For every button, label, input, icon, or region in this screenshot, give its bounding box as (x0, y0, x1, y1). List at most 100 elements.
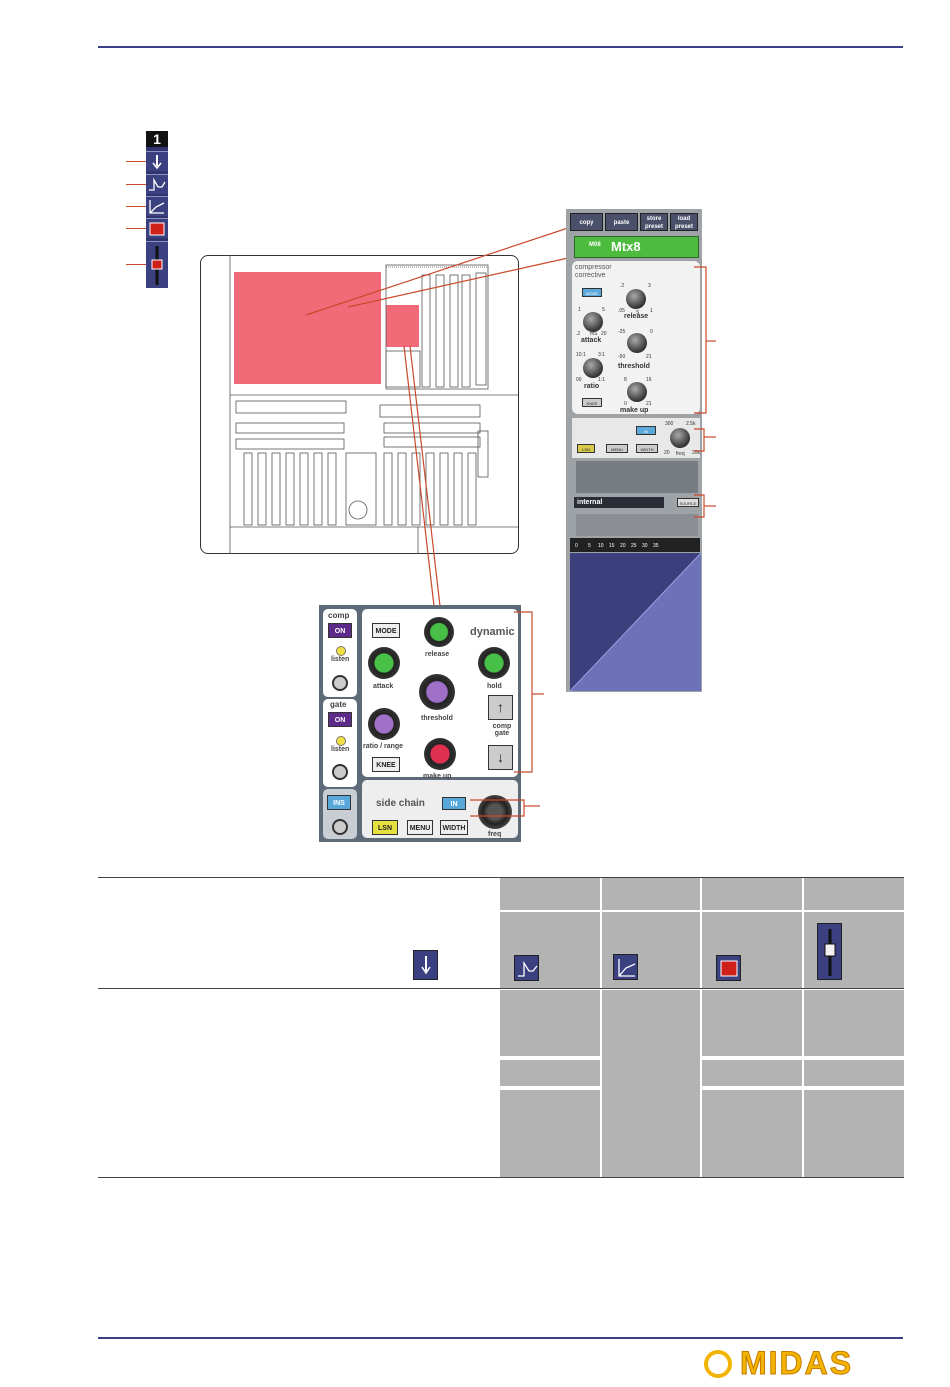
mode-button-dyn[interactable]: MODE (372, 623, 400, 638)
lsn-button-dyn[interactable]: LSN (372, 820, 398, 835)
release-scale-a: .2 (620, 283, 625, 289)
screen-highlight (234, 272, 381, 384)
channel-tag: M08 (589, 242, 601, 248)
source-field[interactable]: internal (574, 497, 664, 508)
threshold-scale-d: 21 (646, 354, 652, 360)
up-arrow-icon[interactable]: ↑ (488, 695, 513, 720)
attack-knob-dyn[interactable] (368, 647, 400, 679)
gain-icon[interactable] (146, 151, 168, 171)
comp-select-button[interactable] (332, 675, 348, 691)
freq-knob[interactable] (670, 428, 690, 448)
table-header-rule (98, 988, 904, 989)
dynamics-icon[interactable] (146, 196, 168, 216)
meter-scale-35: 35 (653, 543, 659, 549)
release-scale-d: S (636, 310, 640, 316)
threshold-knob-dyn[interactable] (419, 674, 455, 710)
table-cell (804, 878, 904, 910)
source-button[interactable]: SOURCE (677, 498, 699, 507)
leader-line (126, 161, 146, 162)
makeup-scale-a: 8 (624, 377, 627, 383)
freq-scale-d: 20k (692, 450, 701, 456)
threshold-scale-a: -25 (618, 329, 626, 335)
table-cell (804, 990, 904, 1056)
transfer-curve (570, 553, 701, 691)
menu-button[interactable]: MENU (606, 444, 628, 453)
meter-scale-20: 20 (620, 543, 626, 549)
source-area (576, 514, 698, 536)
ratio-knob[interactable] (583, 358, 603, 378)
freq-knob-dyn[interactable] (478, 795, 512, 829)
store-preset-button[interactable]: store preset (640, 213, 668, 231)
makeup-scale-c: 0 (624, 401, 627, 407)
down-arrow-icon[interactable]: ↓ (488, 745, 513, 770)
listen-button[interactable]: LSN (577, 444, 595, 453)
attack-scale-e: 20 (601, 331, 607, 337)
ratio-knob-dyn[interactable] (368, 708, 400, 740)
table-cell (804, 1090, 904, 1177)
freq-label-dyn: freq (488, 831, 502, 838)
release-knob[interactable] (626, 289, 646, 309)
threshold-scale-b: 0 (650, 329, 653, 335)
makeup-knob-dyn[interactable] (424, 738, 456, 770)
ratio-scale-d: 1:1 (598, 377, 605, 383)
knee-button[interactable]: KNEE (582, 398, 602, 407)
ins-select-button[interactable] (332, 819, 348, 835)
sidechain-in-button[interactable]: IN (636, 426, 656, 435)
midas-logo: MIDAS (739, 1345, 854, 1382)
table-cell (702, 1060, 802, 1086)
callout-brackets (694, 266, 716, 518)
makeup-scale-b: 16 (646, 377, 652, 383)
comp-title: comp (328, 611, 350, 620)
footer-rule (98, 1337, 903, 1339)
load-preset-button[interactable]: load preset (670, 213, 698, 231)
mode-button[interactable]: MODE (582, 288, 602, 297)
meter-scale-30: 30 (642, 543, 648, 549)
meter-scale-15: 15 (609, 543, 615, 549)
dynamic-title: dynamic (470, 626, 515, 638)
ratio-label: ratio (584, 383, 600, 390)
sidechain-graph (576, 461, 698, 493)
hold-label-dyn: hold (487, 683, 502, 690)
table-cell (702, 1090, 802, 1177)
gate-select-button[interactable] (332, 764, 348, 780)
ins-button[interactable]: INS (327, 795, 351, 810)
release-knob-dyn[interactable] (424, 617, 454, 647)
table-cell (500, 1090, 600, 1177)
attack-scale-b: 5 (602, 307, 605, 313)
fader-icon (817, 923, 842, 980)
hold-knob-dyn[interactable] (478, 647, 510, 679)
table-cell (500, 878, 600, 910)
knee-button-dyn[interactable]: KNEE (372, 757, 400, 772)
attack-scale-d: mS (590, 331, 598, 337)
mute-icon (716, 955, 741, 981)
filter-icon[interactable] (146, 174, 168, 194)
strip-number: 1 (146, 131, 168, 147)
fader-icon[interactable] (146, 241, 168, 288)
control-highlight (386, 305, 419, 347)
threshold-knob[interactable] (627, 333, 647, 353)
makeup-knob[interactable] (627, 382, 647, 402)
attack-knob[interactable] (583, 312, 603, 332)
copy-button[interactable]: copy (570, 213, 603, 231)
dynamics-callouts (470, 611, 544, 817)
sidechain-in-button-dyn[interactable]: IN (442, 797, 466, 810)
gain-icon (413, 950, 438, 980)
release-scale-b: 3 (648, 283, 651, 289)
release-label-dyn: release (425, 651, 450, 658)
comp-listen-led (336, 646, 346, 656)
threshold-scale-c: -50 (618, 354, 626, 360)
table-top-rule (98, 877, 904, 878)
paste-button[interactable]: paste (605, 213, 638, 231)
width-button[interactable]: WIDTH (636, 444, 658, 453)
width-button-dyn[interactable]: WIDTH (440, 820, 468, 835)
comp-on-button[interactable]: ON (328, 623, 352, 638)
mute-icon[interactable] (146, 218, 168, 238)
header-rule (98, 46, 903, 48)
menu-button-dyn[interactable]: MENU (407, 820, 433, 835)
makeup-scale-d: 21 (646, 401, 652, 407)
comp-gate-label: comp gate (492, 723, 512, 737)
gate-on-button[interactable]: ON (328, 712, 352, 727)
gate-title: gate (330, 700, 347, 709)
table-cell (602, 878, 700, 910)
table-cell (702, 878, 802, 910)
